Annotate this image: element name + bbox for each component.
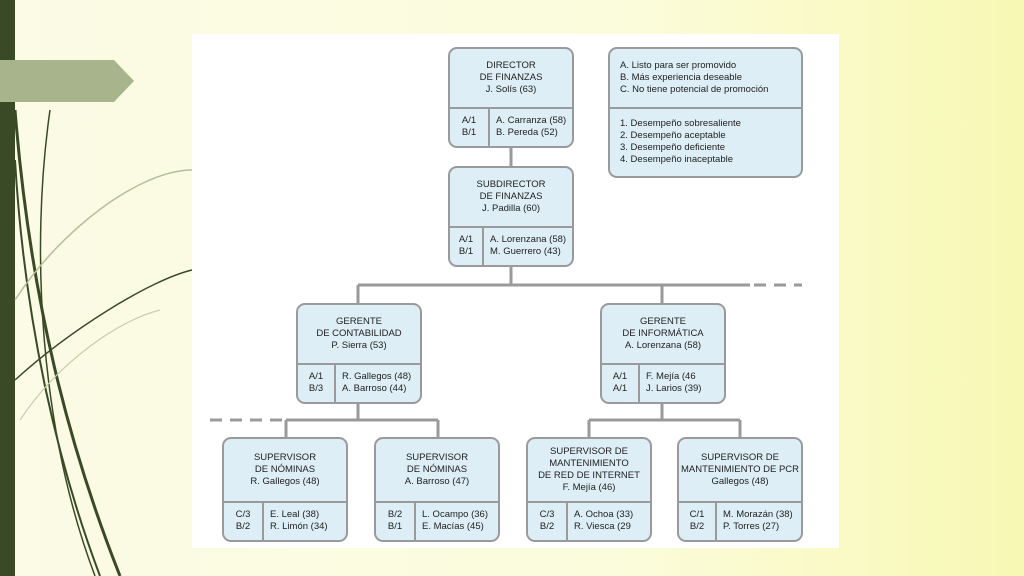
- candidate-name: E. Macías (45): [422, 520, 484, 532]
- candidate-name: A. Ochoa (33): [574, 508, 634, 520]
- box-title-line: DE CONTABILIDAD: [316, 328, 402, 339]
- subdirector-finanzas-box: SUBDIRECTOR DE FINANZAS J. Padilla (60) …: [448, 166, 574, 267]
- box-title-line: DE NÓMINAS: [406, 464, 468, 475]
- box-title-line: DE INFORMÁTICA: [622, 328, 704, 339]
- rating-code: B/1: [387, 520, 403, 532]
- box-title-line: F. Mejía (46): [562, 482, 616, 493]
- candidate-name: M. Morazán (38): [723, 508, 793, 520]
- rating-code: A/1: [308, 370, 324, 382]
- candidate-name: F. Mejía (46: [646, 370, 696, 382]
- box-title-line: R. Gallegos (48): [250, 476, 320, 487]
- box-title-line: SUPERVISOR DE: [550, 446, 628, 457]
- legend-item: 1. Desempeño sobresaliente: [620, 117, 741, 129]
- candidate-name: A. Barroso (44): [342, 382, 407, 394]
- box-title-line: SUPERVISOR DE: [701, 452, 779, 463]
- rating-code: C/3: [235, 508, 251, 520]
- candidate-name: L. Ocampo (36): [422, 508, 488, 520]
- rating-code: A/1: [458, 233, 474, 245]
- box-title-line: MANTENIMIENTO DE PCR: [680, 464, 800, 475]
- candidate-name: R. Limón (34): [270, 520, 328, 532]
- supervisor-pcr-box: SUPERVISOR DE MANTENIMIENTO DE PCR Galle…: [677, 437, 803, 542]
- candidate-name: M. Guerrero (43): [490, 245, 561, 257]
- legend-item: 4. Desempeño inaceptable: [620, 153, 734, 165]
- director-finanzas-box: DIRECTOR DE FINANZAS J. Solís (63) A/1 B…: [448, 47, 574, 148]
- rating-code: B/2: [387, 508, 403, 520]
- candidate-name: J. Larios (39): [646, 382, 702, 394]
- candidate-name: R. Gallegos (48): [342, 370, 412, 382]
- swoosh-decoration: [13, 109, 193, 576]
- rating-code: A/1: [612, 382, 628, 394]
- box-title-line: DE FINANZAS: [479, 191, 543, 202]
- box-title-line: J. Padilla (60): [481, 203, 541, 214]
- supervisor-red-internet-box: SUPERVISOR DE MANTENIMIENTO DE RED DE IN…: [526, 437, 652, 542]
- box-title-line: DE RED DE INTERNET: [538, 470, 640, 481]
- box-title-line: GERENTE: [336, 316, 382, 327]
- rating-code: A/1: [612, 370, 628, 382]
- candidate-name: P. Torres (27): [723, 520, 780, 532]
- box-title-line: DE FINANZAS: [479, 72, 543, 83]
- candidate-name: A. Carranza (58): [496, 114, 567, 126]
- box-title-line: MANTENIMIENTO: [549, 458, 629, 469]
- box-title-line: A. Lorenzana (58): [624, 340, 702, 351]
- candidate-name: R. Viesca (29: [574, 520, 631, 532]
- arrow-tab-icon: [0, 60, 134, 102]
- box-title-line: Gallegos (48): [711, 476, 769, 487]
- legend-item: B. Más experiencia deseable: [620, 72, 742, 83]
- box-title-line: GERENTE: [640, 316, 686, 327]
- box-title-line: SUBDIRECTOR: [476, 179, 546, 190]
- box-title-line: SUPERVISOR: [253, 452, 317, 463]
- supervisor-nominas-box: SUPERVISOR DE NÓMINAS A. Barroso (47) B/…: [374, 437, 500, 542]
- candidate-name: E. Leal (38): [270, 508, 320, 520]
- box-title-line: P. Sierra (53): [331, 340, 387, 351]
- org-chart-panel: DIRECTOR DE FINANZAS J. Solís (63) A/1 B…: [192, 34, 839, 548]
- rating-code: B/1: [461, 126, 477, 138]
- candidate-name: B. Pereda (52): [496, 126, 558, 138]
- accent-bar: [0, 0, 15, 576]
- rating-code: C/3: [539, 508, 555, 520]
- legend-box: A. Listo para ser promovido B. Más exper…: [608, 47, 803, 178]
- gerente-contabilidad-box: GERENTE DE CONTABILIDAD P. Sierra (53) A…: [296, 303, 422, 404]
- legend-item: A. Listo para ser promovido: [620, 60, 737, 71]
- rating-code: B/3: [308, 382, 324, 394]
- box-title-line: J. Solís (63): [485, 84, 537, 95]
- box-title-line: SUPERVISOR: [405, 452, 469, 463]
- legend-item: C. No tiene potencial de promoción: [620, 84, 769, 95]
- rating-code: C/1: [689, 508, 705, 520]
- rating-code: B/2: [539, 520, 555, 532]
- box-title-line: A. Barroso (47): [404, 476, 470, 487]
- legend-item: 3. Desempeño deficiente: [620, 141, 726, 153]
- box-title-line: DIRECTOR: [486, 60, 536, 71]
- box-title-line: DE NÓMINAS: [254, 464, 316, 475]
- gerente-informatica-box: GERENTE DE INFORMÁTICA A. Lorenzana (58)…: [600, 303, 726, 404]
- candidate-name: A. Lorenzana (58): [490, 233, 567, 245]
- supervisor-nominas-box: SUPERVISOR DE NÓMINAS R. Gallegos (48) C…: [222, 437, 348, 542]
- rating-code: B/2: [235, 520, 251, 532]
- rating-code: B/1: [458, 245, 474, 257]
- rating-code: A/1: [461, 114, 477, 126]
- rating-code: B/2: [689, 520, 705, 532]
- connector-lines: [210, 148, 802, 438]
- legend-item: 2. Desempeño aceptable: [620, 129, 726, 141]
